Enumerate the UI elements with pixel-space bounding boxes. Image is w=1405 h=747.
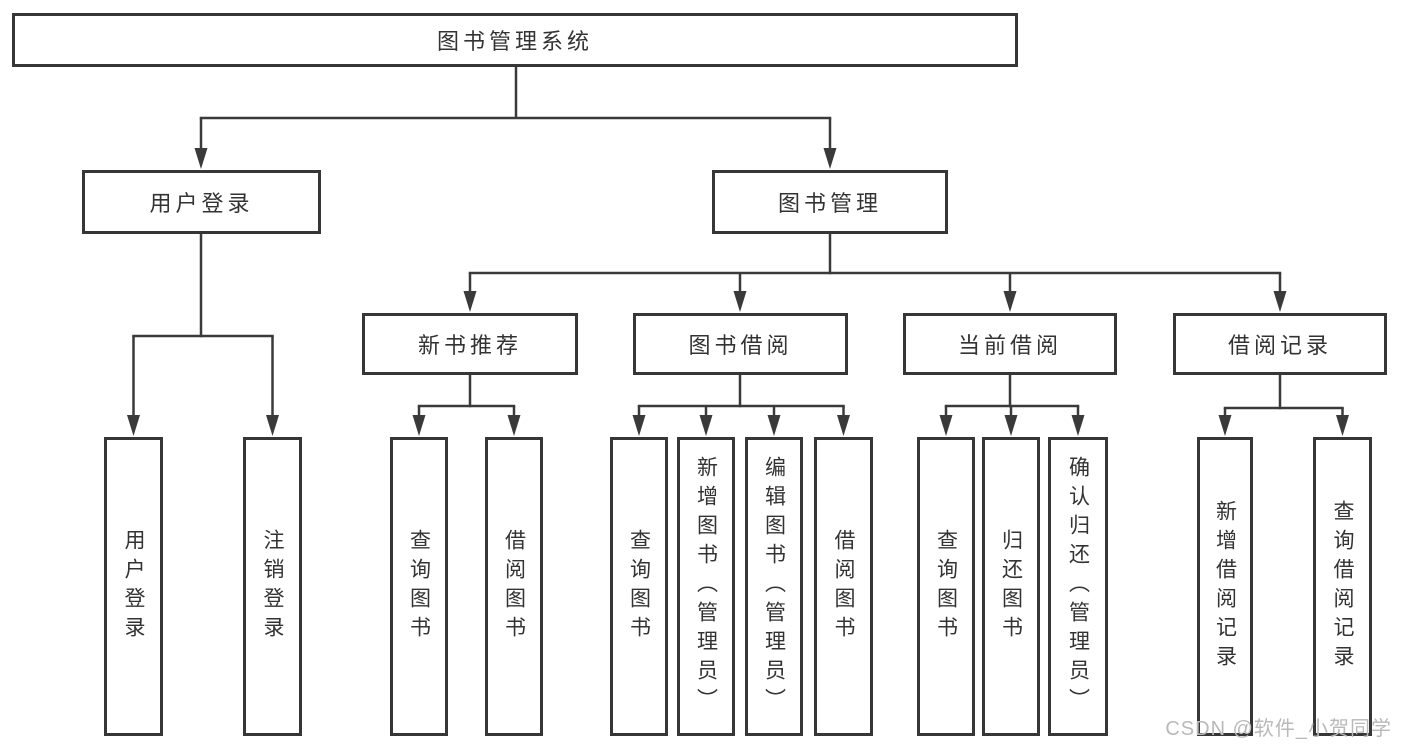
- leaf-query-books-recommend: 查询图书: [390, 437, 448, 736]
- leaf-user-login: 用户登录: [104, 437, 163, 736]
- leaf-return-book: 归还图书: [982, 437, 1040, 736]
- leaf-add-borrow-record-label: 新增借阅记录: [1213, 499, 1237, 674]
- leaf-logout-label: 注销登录: [261, 528, 284, 645]
- leaf-borrow-books: 借阅图书: [814, 437, 873, 736]
- leaf-borrow-books-recommend: 借阅图书: [485, 437, 543, 736]
- leaf-user-login-label: 用户登录: [122, 528, 145, 645]
- node-new-book-recommend-label: 新书推荐: [417, 333, 522, 358]
- node-root-label: 图书管理系统: [436, 29, 593, 54]
- leaf-borrow-books-recommend-label: 借阅图书: [502, 528, 526, 645]
- leaf-query-books-borrow: 查询图书: [610, 437, 668, 736]
- node-new-book-recommend: 新书推荐: [362, 313, 578, 375]
- leaf-logout: 注销登录: [243, 437, 302, 736]
- node-book-borrow: 图书借阅: [633, 313, 848, 375]
- leaf-return-book-label: 归还图书: [999, 528, 1023, 645]
- leaf-query-borrow-record: 查询借阅记录: [1313, 437, 1372, 736]
- node-current-borrow: 当前借阅: [903, 313, 1117, 375]
- leaf-add-book-admin-label: 新增图书（管理员）: [694, 456, 718, 717]
- leaf-query-books-current-label: 查询图书: [934, 528, 958, 645]
- leaf-borrow-books-label: 借阅图书: [832, 528, 855, 645]
- node-borrow-records-label: 借阅记录: [1227, 333, 1332, 358]
- leaf-query-borrow-record-label: 查询借阅记录: [1331, 499, 1354, 674]
- node-root: 图书管理系统: [12, 13, 1018, 67]
- leaf-edit-book-admin-label: 编辑图书（管理员）: [762, 456, 786, 717]
- leaf-query-books-current: 查询图书: [917, 437, 975, 736]
- leaf-edit-book-admin: 编辑图书（管理员）: [745, 437, 803, 736]
- leaf-confirm-return-admin-label: 确认归还（管理员）: [1066, 456, 1090, 717]
- leaf-query-books-borrow-label: 查询图书: [627, 528, 651, 645]
- node-borrow-records: 借阅记录: [1173, 313, 1387, 375]
- node-current-borrow-label: 当前借阅: [957, 333, 1062, 358]
- node-book-management-label: 图书管理: [777, 191, 882, 216]
- node-user-login: 用户登录: [82, 170, 321, 234]
- leaf-add-book-admin: 新增图书（管理员）: [677, 437, 735, 736]
- leaf-add-borrow-record: 新增借阅记录: [1197, 437, 1253, 736]
- watermark: CSDN @软件_小贺同学: [1165, 718, 1392, 740]
- node-book-borrow-label: 图书借阅: [688, 333, 793, 358]
- node-user-login-label: 用户登录: [149, 191, 254, 216]
- node-book-management: 图书管理: [712, 170, 948, 234]
- leaf-query-books-recommend-label: 查询图书: [407, 528, 431, 645]
- leaf-confirm-return-admin: 确认归还（管理员）: [1048, 437, 1108, 736]
